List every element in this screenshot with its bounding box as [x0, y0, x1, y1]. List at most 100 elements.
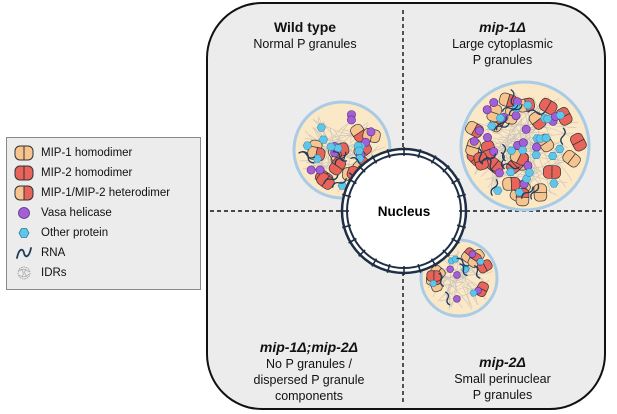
legend-label: Other protein — [41, 227, 109, 239]
heterodimer — [502, 176, 521, 191]
vasa-helicase — [474, 126, 484, 136]
other-protein — [495, 114, 506, 123]
other-protein — [318, 135, 329, 144]
rna — [527, 109, 545, 116]
vasa-helicase — [315, 165, 325, 175]
rna-icon — [16, 247, 32, 259]
mip1-homodimer-icon — [14, 145, 34, 161]
rna — [502, 163, 520, 170]
other-protein — [542, 114, 553, 123]
other-protein — [476, 258, 485, 266]
other-protein — [555, 145, 565, 154]
double-mutant-description-line1: No P granules / — [266, 357, 352, 371]
other-protein-icon — [18, 228, 30, 238]
vasa-helicase — [532, 142, 542, 152]
legend-item-vasa: Vasa helicase — [13, 204, 112, 222]
rna — [301, 150, 315, 164]
legend-item-idrs: IDRs — [13, 264, 67, 282]
vasa-helicase — [518, 138, 528, 148]
other-protein — [493, 186, 503, 195]
vasa-helicase — [306, 165, 316, 175]
nucleus-label: Nucleus — [378, 204, 431, 219]
nucleus: Nucleus — [340, 147, 468, 275]
vasa-helicase — [453, 271, 461, 279]
vasa-helicase — [366, 127, 376, 137]
vasa-helicase — [489, 147, 499, 156]
rna — [323, 174, 339, 185]
vasa-helicase-icon — [18, 207, 30, 219]
mip2-description-line1: Small perinuclear — [454, 372, 551, 386]
vasa-helicase — [483, 133, 492, 142]
other-protein — [524, 168, 535, 177]
other-protein — [506, 146, 517, 155]
wild-type-caption: Wild type Normal P granules — [230, 18, 380, 52]
rna — [459, 263, 468, 277]
legend-item-mip2-homodimer: MIP-2 homodimer — [13, 164, 132, 182]
rna — [530, 183, 540, 200]
double-mutant-description-line2: dispersed P granule — [253, 373, 365, 387]
rna — [501, 104, 519, 112]
mip1-title: mip-1Δ — [479, 19, 526, 35]
other-protein — [429, 280, 438, 287]
vasa-helicase — [346, 115, 356, 125]
double-mutant-caption: mip-1Δ;mip-2Δ No P granules / dispersed … — [224, 338, 394, 404]
other-protein — [312, 154, 322, 163]
vasa-helicase — [521, 124, 531, 134]
legend-label: MIP-1/MIP-2 heterodimer — [41, 187, 171, 199]
rna — [560, 127, 566, 145]
double-mutant-description-line3: components — [274, 389, 344, 403]
vasa-helicase — [511, 111, 521, 121]
legend-label: RNA — [41, 247, 66, 259]
other-protein — [487, 122, 497, 131]
rna — [445, 291, 451, 306]
rna — [510, 89, 515, 107]
rna — [438, 272, 445, 287]
other-protein — [469, 289, 478, 297]
legend-label: MIP-2 homodimer — [41, 167, 133, 179]
nuclear-pores — [340, 147, 468, 275]
legend-item-heterodimer: MIP-1/MIP-2 heterodimer — [13, 184, 170, 202]
vasa-helicase — [489, 98, 499, 107]
rna — [334, 151, 347, 166]
mip1-homodimer — [533, 183, 548, 202]
rna — [493, 122, 510, 131]
mip2-description-line2: P granules — [472, 388, 533, 402]
other-protein — [514, 188, 524, 197]
other-protein — [354, 146, 364, 155]
heterodimer-icon — [14, 185, 34, 201]
mip1-homodimer — [562, 149, 581, 168]
rna — [331, 177, 347, 188]
mip2-homodimer — [543, 165, 562, 179]
rna — [521, 186, 534, 199]
wild-type-description: Normal P granules — [253, 37, 357, 51]
mip2-homodimer — [426, 270, 442, 282]
mip2-homodimer-icon — [14, 165, 34, 181]
vasa-helicase — [468, 250, 477, 258]
other-protein — [531, 151, 541, 159]
vasa-helicase — [523, 161, 533, 171]
other-protein — [333, 144, 343, 153]
double-mutant-title: mip-1Δ;mip-2Δ — [259, 339, 359, 355]
other-protein — [548, 152, 558, 161]
other-protein — [541, 134, 551, 142]
vasa-helicase — [482, 105, 492, 115]
legend-label: MIP-1 homodimer — [41, 147, 133, 159]
legend-item-other-protein: Other protein — [13, 224, 108, 242]
other-protein — [517, 146, 528, 155]
rna — [477, 147, 484, 165]
mip2-homodimer — [570, 132, 587, 152]
mip2-caption: mip-2Δ Small perinuclear P granules — [420, 353, 585, 403]
legend-item-mip1-homodimer: MIP-1 homodimer — [13, 144, 132, 162]
vasa-helicase — [446, 265, 454, 273]
mip1-description-line1: Large cytoplasmic — [452, 37, 553, 51]
mip2-homodimer — [473, 151, 489, 171]
other-protein — [461, 266, 470, 273]
legend-label: IDRs — [41, 267, 67, 279]
mip2-title: mip-2Δ — [479, 354, 526, 370]
legend-item-rna: RNA — [13, 244, 65, 262]
vasa-helicase — [453, 295, 461, 303]
wild-type-title: Wild type — [273, 19, 337, 35]
other-protein — [505, 168, 516, 177]
rna — [473, 265, 481, 279]
